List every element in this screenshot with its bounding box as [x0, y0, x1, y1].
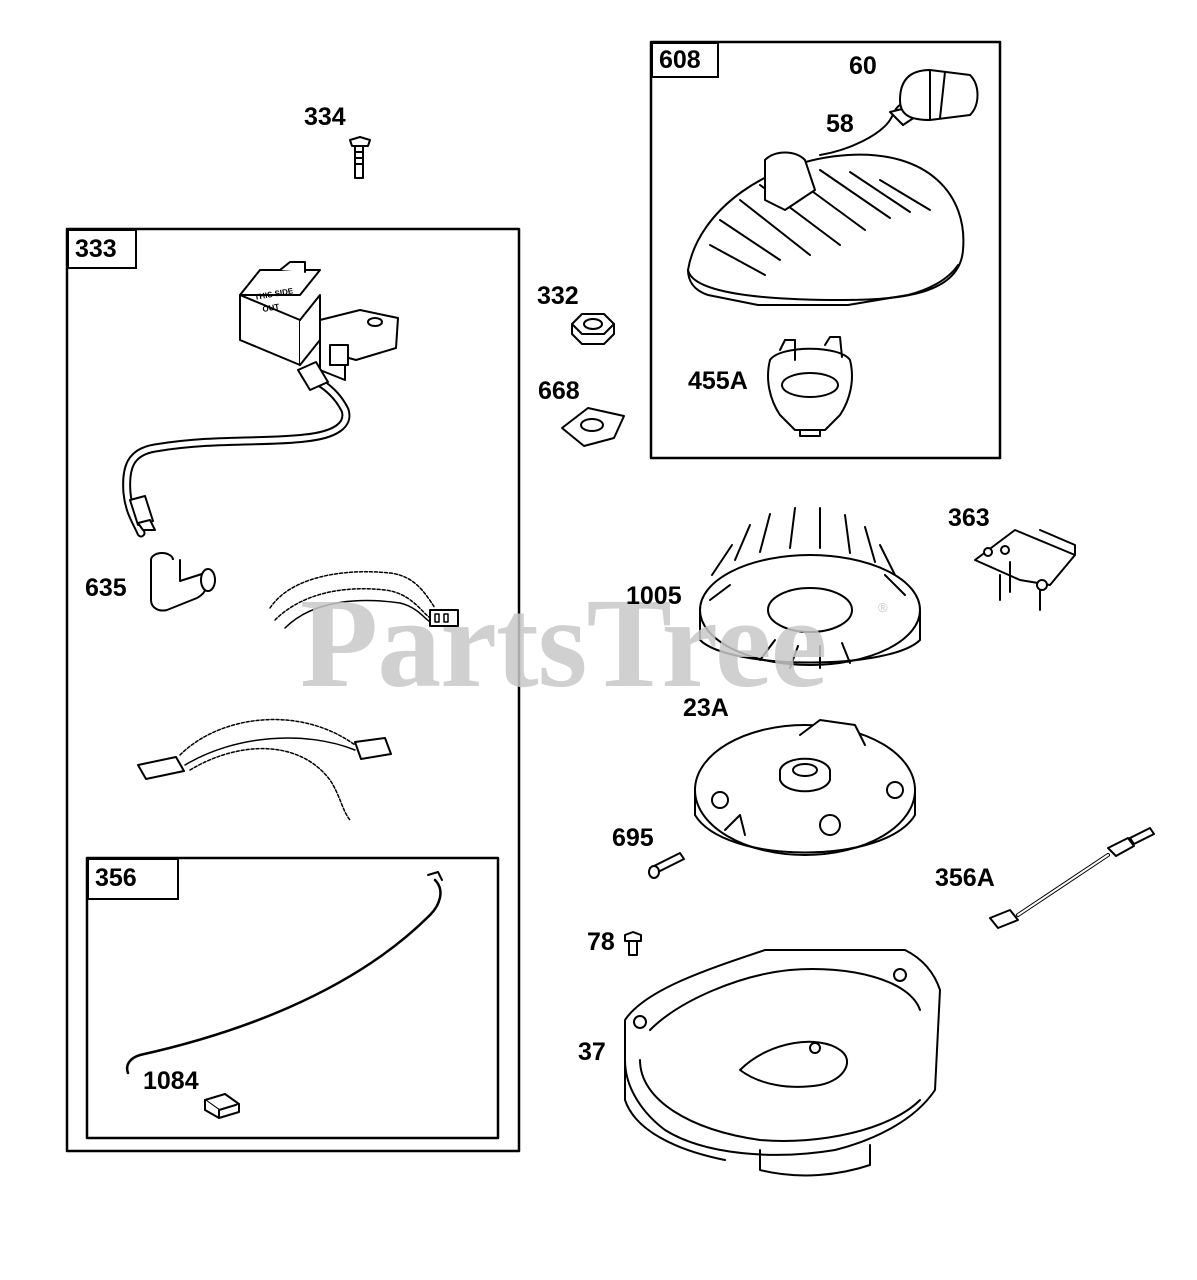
- part-label-1084[interactable]: 1084: [143, 1067, 199, 1095]
- starter-cup-drawing: [767, 336, 853, 437]
- part-label-695[interactable]: 695: [612, 824, 654, 852]
- flywheel-drawing: [694, 719, 916, 856]
- rewind-starter-drawing: [687, 69, 979, 306]
- ignition-coil-drawing: [122, 261, 399, 538]
- trademark-symbol: ®: [878, 600, 888, 615]
- ground-wire-356A-drawing: [989, 827, 1155, 929]
- part-label-668[interactable]: 668: [538, 377, 580, 405]
- group-frame-356: [85, 856, 500, 1140]
- spark-plug-boot-drawing: [150, 552, 216, 612]
- ground-harness-drawing: [137, 718, 392, 821]
- part-label-23A[interactable]: 23A: [683, 694, 729, 722]
- part-label-60[interactable]: 60: [849, 52, 877, 80]
- washer-668-drawing: [561, 407, 625, 447]
- blower-housing-drawing: [624, 949, 941, 1177]
- part-label-356A[interactable]: 356A: [935, 864, 995, 892]
- part-label-332[interactable]: 332: [537, 282, 579, 310]
- terminal-1084-drawing: [204, 1093, 240, 1119]
- nut-332-drawing: [571, 313, 615, 345]
- part-label-334[interactable]: 334: [304, 103, 346, 131]
- part-label-78[interactable]: 78: [587, 928, 615, 956]
- part-label-58[interactable]: 58: [826, 110, 854, 138]
- group-frame-333: [65, 227, 521, 1153]
- part-label-37[interactable]: 37: [578, 1038, 606, 1066]
- pin-695-drawing: [648, 852, 685, 879]
- group-tag-608: 608: [651, 42, 719, 78]
- group-tag-356: 356: [87, 858, 179, 900]
- stop-wire-drawing: [125, 871, 443, 1075]
- bolt-78-drawing: [624, 931, 642, 956]
- coil-print-line-2: OUT: [262, 302, 280, 314]
- part-label-363[interactable]: 363: [948, 504, 990, 532]
- part-label-635[interactable]: 635: [85, 574, 127, 602]
- bracket-363-drawing: [974, 529, 1076, 611]
- wiring-harness-drawing: [269, 571, 459, 629]
- bolt-334-drawing: [349, 136, 371, 179]
- group-frame-608: [649, 40, 1002, 460]
- cooling-fan-drawing: [699, 507, 921, 669]
- part-label-1005[interactable]: 1005: [626, 582, 682, 610]
- part-label-455A[interactable]: 455A: [688, 367, 748, 395]
- group-tag-333: 333: [67, 229, 137, 269]
